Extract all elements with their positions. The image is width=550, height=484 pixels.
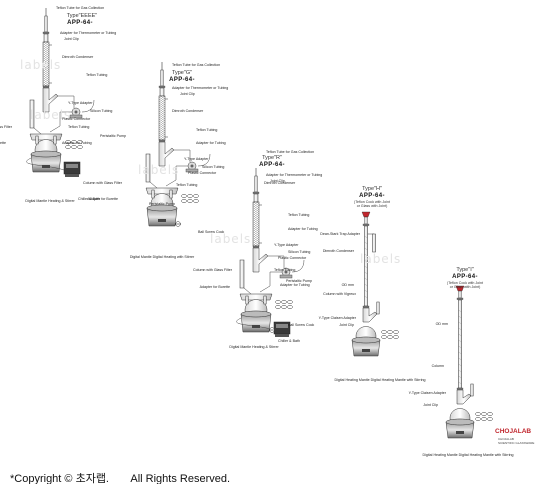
- callout-label-0-0: Teflon Tube for Gas Collection: [56, 6, 105, 10]
- type-label-4: Type"I": [456, 267, 474, 273]
- brand-note: CHOJALAB SCIENTIFIC GLASSWARE: [498, 437, 535, 445]
- callout-label-0-12: Adapter for Burette: [0, 141, 6, 145]
- callout-label-1-8: Plastic Connector: [188, 171, 217, 175]
- callout-label-2-14: Ball Screw Cock: [288, 323, 315, 327]
- callout-label-2-10: Peristaltic Pump: [286, 279, 312, 283]
- callout-label-1-13: Ball Screw Cock: [198, 230, 225, 234]
- watermark-4: labels: [20, 58, 62, 72]
- watermark-2: labels: [138, 163, 180, 177]
- apparatus-type-eeee: [26, 8, 95, 177]
- callout-label-2-1: Adapter for Thermometer or Tubing: [266, 173, 323, 177]
- callout-label-4-0: OD mm: [435, 322, 448, 326]
- callout-label-1-3: Dimroth Condenser: [172, 109, 204, 113]
- callout-label-2-4: Teflon Tubing: [288, 213, 310, 217]
- callout-label-0-9: Adapter for Tubing: [62, 141, 92, 145]
- callout-label-0-10: Column with Glass Filter: [0, 125, 12, 129]
- catalog-code-2: APP-64-: [259, 162, 285, 168]
- callout-label-4-3: Joint Clip: [423, 403, 438, 407]
- callout-label-3-0: Dean-Stark Trap Adapter: [320, 232, 360, 236]
- callout-label-2-3: Dimroth Condenser: [264, 181, 296, 185]
- callout-label-0-2: Joint Clip: [64, 37, 79, 41]
- callout-label-1-12: Adapter for Burette: [87, 197, 118, 201]
- callout-label-1-11: Column with Glass Filter: [83, 181, 122, 185]
- callout-label-0-13: Chiller & Bath: [78, 197, 100, 201]
- apparatus-type-g: [145, 62, 211, 227]
- callout-label-2-13: Adapter for Burette: [199, 285, 230, 289]
- callout-label-0-6: Silicon Tubing: [90, 109, 113, 113]
- callout-label-1-2: Joint Clip: [180, 92, 195, 96]
- callout-label-1-4: Teflon Tubing: [196, 128, 218, 132]
- callout-label-2-16: Digital Mantle Heating & Stirrer: [229, 345, 279, 349]
- callout-label-3-2: OD mm: [341, 283, 354, 287]
- callout-label-2-5: Adapter for Tubing: [288, 227, 318, 231]
- callout-label-3-6: Digital Heating Mantle Digital Heating M…: [334, 378, 426, 382]
- callout-label-1-0: Teflon Tube for Gas Collection: [172, 63, 221, 67]
- callout-label-0-5: Y-Type Adapter: [68, 101, 93, 105]
- callout-label-0-1: Adapter for Thermometer or Tubing: [60, 31, 117, 35]
- catalog-code-4: APP-64-: [452, 274, 478, 280]
- cock-note-4: (Teflon Cock with Joint or Glass with Jo…: [447, 281, 483, 290]
- type-label-3: Type"H": [362, 186, 382, 192]
- callout-label-2-9: Teflon Tubing: [274, 268, 296, 272]
- watermark-1: labels: [30, 108, 72, 122]
- callout-label-1-5: Adapter for Tubing: [196, 141, 226, 145]
- apparatus-type-i: [445, 285, 493, 439]
- callout-label-0-11: Peristaltic Pump: [100, 134, 126, 138]
- callout-label-0-7: Plastic Connector: [62, 117, 91, 121]
- catalog-code-0: APP-64-: [67, 20, 93, 26]
- copyright-notice: *Copyright © 초자랩. All Rights Reserved.: [10, 473, 231, 484]
- callout-label-0-4: Teflon Tubing: [86, 73, 108, 77]
- callout-label-1-1: Adapter for Thermometer or Tubing: [172, 86, 229, 90]
- callout-label-2-6: Y-Type Adapter: [274, 243, 299, 247]
- callout-label-3-5: Joint Clip: [339, 323, 354, 327]
- catalog-code-3: APP-64-: [359, 193, 385, 199]
- type-label-1: Type"G": [171, 70, 193, 76]
- callout-label-4-1: Column: [431, 364, 444, 368]
- callout-label-0-3: Dimroth Condenser: [62, 55, 94, 59]
- callout-label-3-1: Dimroth Condenser: [322, 249, 354, 253]
- callout-label-1-14: Digital Mantle Digital Heating with Stir…: [129, 255, 195, 259]
- callout-label-2-0: Teflon Tube for Gas Collection: [266, 150, 315, 154]
- callout-label-1-6: Y-Type Adapter: [184, 157, 209, 161]
- callout-label-2-8: Plastic Connector: [278, 256, 307, 260]
- callout-label-2-12: Adapter for Tubing: [280, 283, 310, 287]
- callout-label-0-8: Teflon Tubing: [68, 125, 90, 129]
- callout-label-3-4: Y-Type Claisen Adapter: [318, 316, 356, 320]
- apparatus-type-r: [236, 168, 305, 337]
- callout-label-4-4: Digital Heating Mantle Digital Heating M…: [422, 453, 514, 457]
- callout-label-2-7: Silicon Tubing: [288, 250, 311, 254]
- watermark-5: labels: [360, 252, 402, 266]
- apparatus-type-h: [351, 211, 399, 357]
- callout-label-2-15: Chiller & Bath: [278, 339, 300, 343]
- watermark-3: labels: [210, 232, 252, 246]
- cock-note-3: (Teflon Cock with Joint or Glass with Jo…: [354, 200, 390, 209]
- callout-label-1-10: Peristaltic Pump: [149, 202, 175, 206]
- callout-label-4-2: Y-Type Claisen Adapter: [408, 391, 446, 395]
- callout-label-1-7: Silicon Tubing: [202, 165, 225, 169]
- catalog-code-1: APP-64-: [169, 77, 195, 83]
- callout-label-1-9: Teflon Tubing: [176, 183, 198, 187]
- type-label-0: Type"EEEE": [66, 13, 98, 19]
- callout-label-3-3: Column with Vigreux: [323, 292, 356, 296]
- callout-label-0-14: Digital Mantle Heating & Stirrer: [25, 199, 75, 203]
- chojalab-logo: CHOJALAB: [495, 428, 532, 435]
- callout-label-2-11: Column with Glass Filter: [193, 268, 232, 272]
- callout-label-2-2: Joint Clip: [270, 179, 285, 183]
- type-label-2: Type"R": [262, 155, 282, 161]
